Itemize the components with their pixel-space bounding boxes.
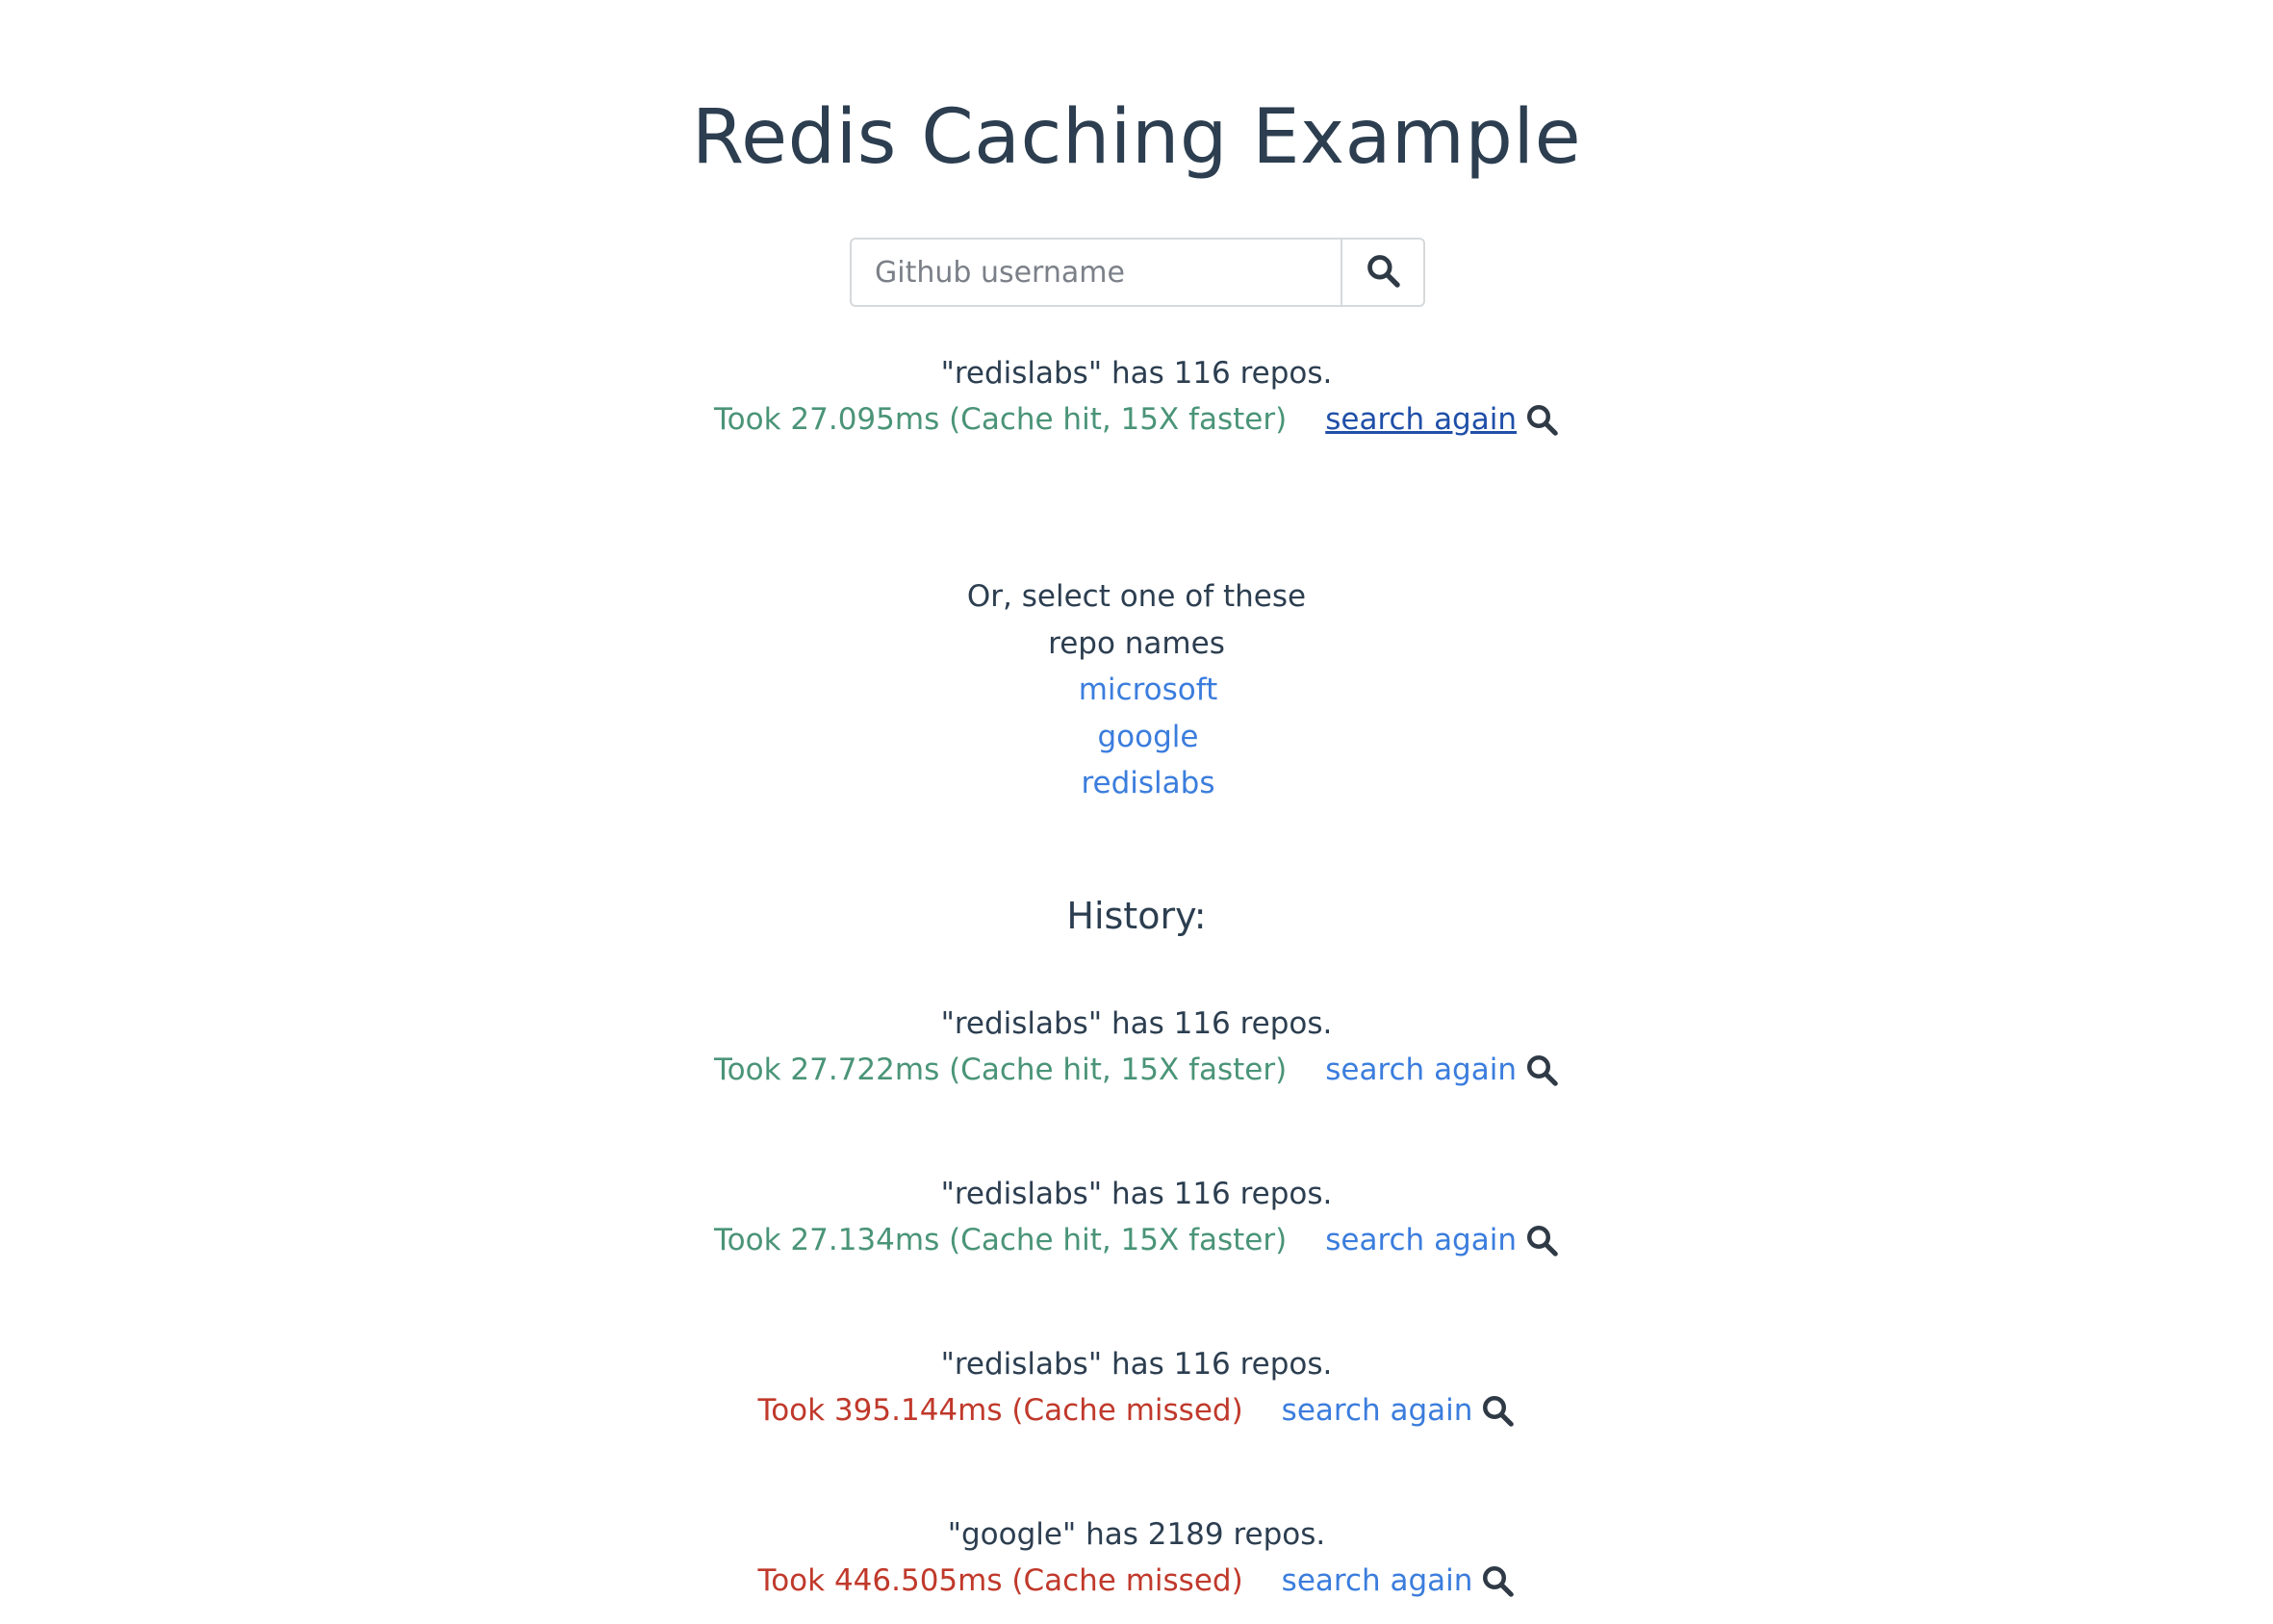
current-result: "redislabs" has 116 repos. Took 27.095ms… — [0, 350, 2273, 443]
history-entry: "redislabs" has 116 repos. Took 27.134ms… — [0, 1171, 2273, 1263]
search-icon — [1365, 252, 1401, 292]
page-title: Redis Caching Example — [691, 94, 1582, 181]
search-icon[interactable] — [1480, 1393, 1515, 1428]
search-again-link[interactable]: search again — [1281, 1563, 1473, 1598]
history-title: History: — [1066, 895, 1207, 937]
history-timing: Took 27.134ms (Cache hit, 15X faster) — [714, 1223, 1288, 1257]
result-timing: Took 27.095ms (Cache hit, 15X faster) — [714, 402, 1288, 437]
history-summary: "redislabs" has 116 repos. — [940, 1177, 1333, 1211]
suggestions-prompt: repo names — [1048, 625, 1225, 661]
history-entry: "google" has 2189 repos. Took 446.505ms … — [0, 1511, 2273, 1604]
search-box — [850, 238, 1425, 307]
suggestion-microsoft[interactable]: microsoft — [1078, 672, 1218, 707]
search-button[interactable] — [1341, 240, 1423, 305]
search-again-link[interactable]: search again — [1281, 1393, 1473, 1428]
history-timing: Took 446.505ms (Cache missed) — [757, 1563, 1243, 1598]
history-summary: "redislabs" has 116 repos. — [940, 1347, 1333, 1382]
search-again-link[interactable]: search again — [1325, 402, 1517, 437]
suggestion-google[interactable]: google — [1097, 719, 1199, 754]
search-icon[interactable] — [1524, 1053, 1559, 1087]
suggestions-prompt: Or, select one of these — [966, 579, 1307, 614]
result-summary: "redislabs" has 116 repos. — [940, 356, 1333, 391]
search-icon[interactable] — [1480, 1563, 1515, 1598]
history-entry: "redislabs" has 116 repos. Took 27.722ms… — [0, 1001, 2273, 1093]
search-input[interactable] — [852, 243, 1346, 301]
history-summary: "redislabs" has 116 repos. — [940, 1006, 1333, 1041]
suggestion-redislabs[interactable]: redislabs — [1081, 766, 1215, 800]
history-timing: Took 27.722ms (Cache hit, 15X faster) — [714, 1053, 1288, 1087]
search-icon[interactable] — [1524, 1223, 1559, 1257]
history-summary: "google" has 2189 repos. — [947, 1517, 1326, 1552]
search-again-link[interactable]: search again — [1325, 1053, 1517, 1087]
history-timing: Took 395.144ms (Cache missed) — [757, 1393, 1243, 1428]
history-entry: "redislabs" has 116 repos. Took 395.144m… — [0, 1341, 2273, 1434]
suggestions: Or, select one of these repo names micro… — [0, 573, 2273, 807]
search-again-link[interactable]: search again — [1325, 1223, 1517, 1257]
search-icon[interactable] — [1524, 402, 1559, 437]
